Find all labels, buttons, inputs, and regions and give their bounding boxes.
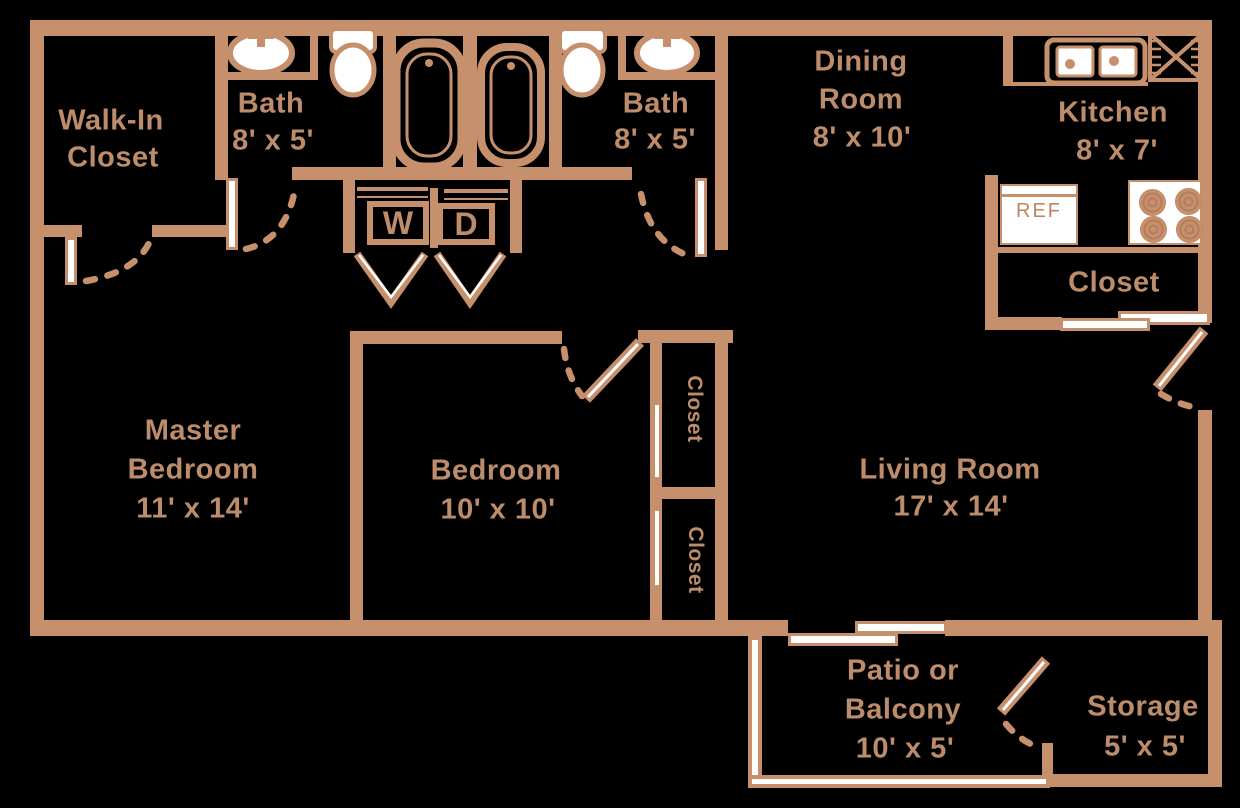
- stove-box: [1128, 180, 1203, 245]
- bath1-door-swing-arc: [242, 190, 298, 253]
- toilet-right-icon: [558, 27, 607, 98]
- kitchen-closet-slider-b: [1060, 318, 1150, 331]
- wall-bedroom-top: [350, 331, 562, 344]
- master-bedroom-dims: 11' x 14': [136, 492, 250, 525]
- bath2-door-leaf: [695, 178, 707, 257]
- patio-label-line1: Patio or: [847, 654, 959, 687]
- kitchen-closet-label: Closet: [1068, 266, 1160, 299]
- wall-laundry-right: [510, 180, 522, 253]
- walkin-closet-door-leaf: [65, 237, 77, 285]
- walkin-door-swing-arc: [82, 237, 154, 285]
- kitchen-dims: 8' x 7': [1076, 134, 1158, 167]
- stove-burner-icon: [1139, 189, 1166, 216]
- stove-burner-icon: [1176, 216, 1203, 243]
- wall-outer-bottom-right: [945, 620, 1222, 636]
- sink-right-icon: [634, 30, 700, 76]
- bedroom-closet-lower-label: Closet: [684, 526, 707, 594]
- closet-upper-door-panel: [652, 402, 662, 480]
- patio-dims: 10' x 5': [855, 732, 955, 765]
- storage-name: Storage: [1087, 690, 1199, 723]
- storage-dims: 5' x 5': [1104, 730, 1186, 763]
- washer-label: W: [382, 204, 414, 241]
- bedroom-dims: 10' x 10': [440, 493, 556, 526]
- wall-outer-right-lower: [1198, 410, 1212, 620]
- wall-kitchen-closet-bottom: [998, 317, 1062, 330]
- bath-right-name: Bath: [622, 87, 690, 120]
- dining-room-dims: 8' x 10': [812, 121, 912, 154]
- wall-vanity-left-bath2: [618, 36, 626, 76]
- wall-laundry-divider: [430, 188, 438, 248]
- bedroom-name: Bedroom: [430, 454, 562, 487]
- entry-door-leaf: [1152, 326, 1209, 392]
- wall-laundry-left: [343, 180, 355, 253]
- wall-outer-top: [30, 20, 1212, 36]
- wall-closets-right: [715, 343, 728, 620]
- stove-burner-icon: [1140, 216, 1167, 243]
- wall-walkin-closet-bottom-stub: [44, 225, 82, 237]
- master-bedroom-label-line1: Master: [144, 414, 242, 447]
- wall-kitchen-left: [985, 175, 998, 330]
- wall-kitchen-closet-top: [998, 247, 1208, 253]
- kitchen-name: Kitchen: [1058, 96, 1168, 129]
- counter-x-box-icon: [1148, 32, 1204, 82]
- dryer-label: D: [454, 205, 478, 242]
- closet-lower-door-panel: [652, 508, 662, 588]
- stove-burner-icon: [1175, 188, 1202, 215]
- wall-dining-divider: [715, 20, 728, 250]
- refrigerator-label: REF: [1016, 200, 1062, 222]
- bath2-door-swing-arc: [637, 190, 696, 261]
- patio-sliding-door-panel-a: [855, 621, 947, 634]
- washer-box: W: [367, 201, 429, 245]
- laundry-counter-lines: [357, 187, 508, 200]
- master-bedroom-label-line2: Bedroom: [127, 453, 259, 486]
- dining-room-label-line1: Dining: [814, 45, 908, 78]
- dining-room-label-line2: Room: [818, 83, 904, 116]
- wall-storage-bottom: [1050, 774, 1222, 787]
- wall-vanity-bottom-bath2: [618, 72, 715, 80]
- storage-door-swing-arc: [1002, 720, 1045, 752]
- bath-left-name: Bath: [237, 87, 305, 120]
- patio-rail-bottom: [748, 775, 1050, 788]
- patio-label-line2: Balcony: [844, 693, 962, 726]
- wall-under-tubs: [292, 167, 632, 180]
- bath1-door-leaf: [226, 178, 238, 250]
- bath-right-dims: 8' x 5': [614, 123, 696, 156]
- wall-closets-top: [638, 330, 733, 343]
- bedroom-closet-upper-label: Closet: [683, 375, 706, 443]
- bedroom-door-swing-arc: [560, 345, 586, 400]
- wall-outer-bottom-left: [30, 620, 788, 636]
- wall-bedroom-left: [350, 331, 363, 620]
- wall-vanity-right-bath1: [310, 36, 318, 76]
- wall-storage-right: [1208, 636, 1222, 787]
- wall-vanity-left-bath1: [220, 36, 228, 76]
- laundry-bifold-doors-icon: [353, 251, 507, 310]
- walkin-closet-label-line1: Walk-In: [58, 104, 164, 137]
- dryer-box: D: [437, 203, 495, 245]
- patio-sliding-door-panel-b: [788, 633, 898, 646]
- refrigerator-door-line: [1002, 194, 1076, 197]
- bedroom-door-leaf: [582, 338, 644, 403]
- bathtub-left-icon: [391, 38, 467, 172]
- storage-door-leaf: [996, 656, 1051, 716]
- wall-kitchen-counter-left: [1003, 36, 1013, 82]
- wall-closets-divider: [650, 487, 715, 499]
- wall-outer-left: [30, 20, 44, 636]
- sink-left-icon: [227, 30, 295, 76]
- toilet-left-icon: [329, 27, 377, 98]
- entry-door-swing-arc: [1157, 390, 1204, 412]
- walkin-closet-label-line2: Closet: [67, 141, 159, 174]
- bath-left-dims: 8' x 5': [232, 124, 314, 157]
- refrigerator-box: REF: [1000, 184, 1078, 245]
- living-room-name: Living Room: [859, 453, 1041, 486]
- wall-storage-left-stub: [1042, 743, 1053, 787]
- wall-master-top: [152, 225, 232, 237]
- kitchen-sink-icon: [1013, 31, 1148, 86]
- bathtub-right-icon: [477, 43, 545, 167]
- living-room-dims: 17' x 14': [893, 490, 1009, 523]
- wall-vanity-bottom-bath1: [220, 72, 318, 80]
